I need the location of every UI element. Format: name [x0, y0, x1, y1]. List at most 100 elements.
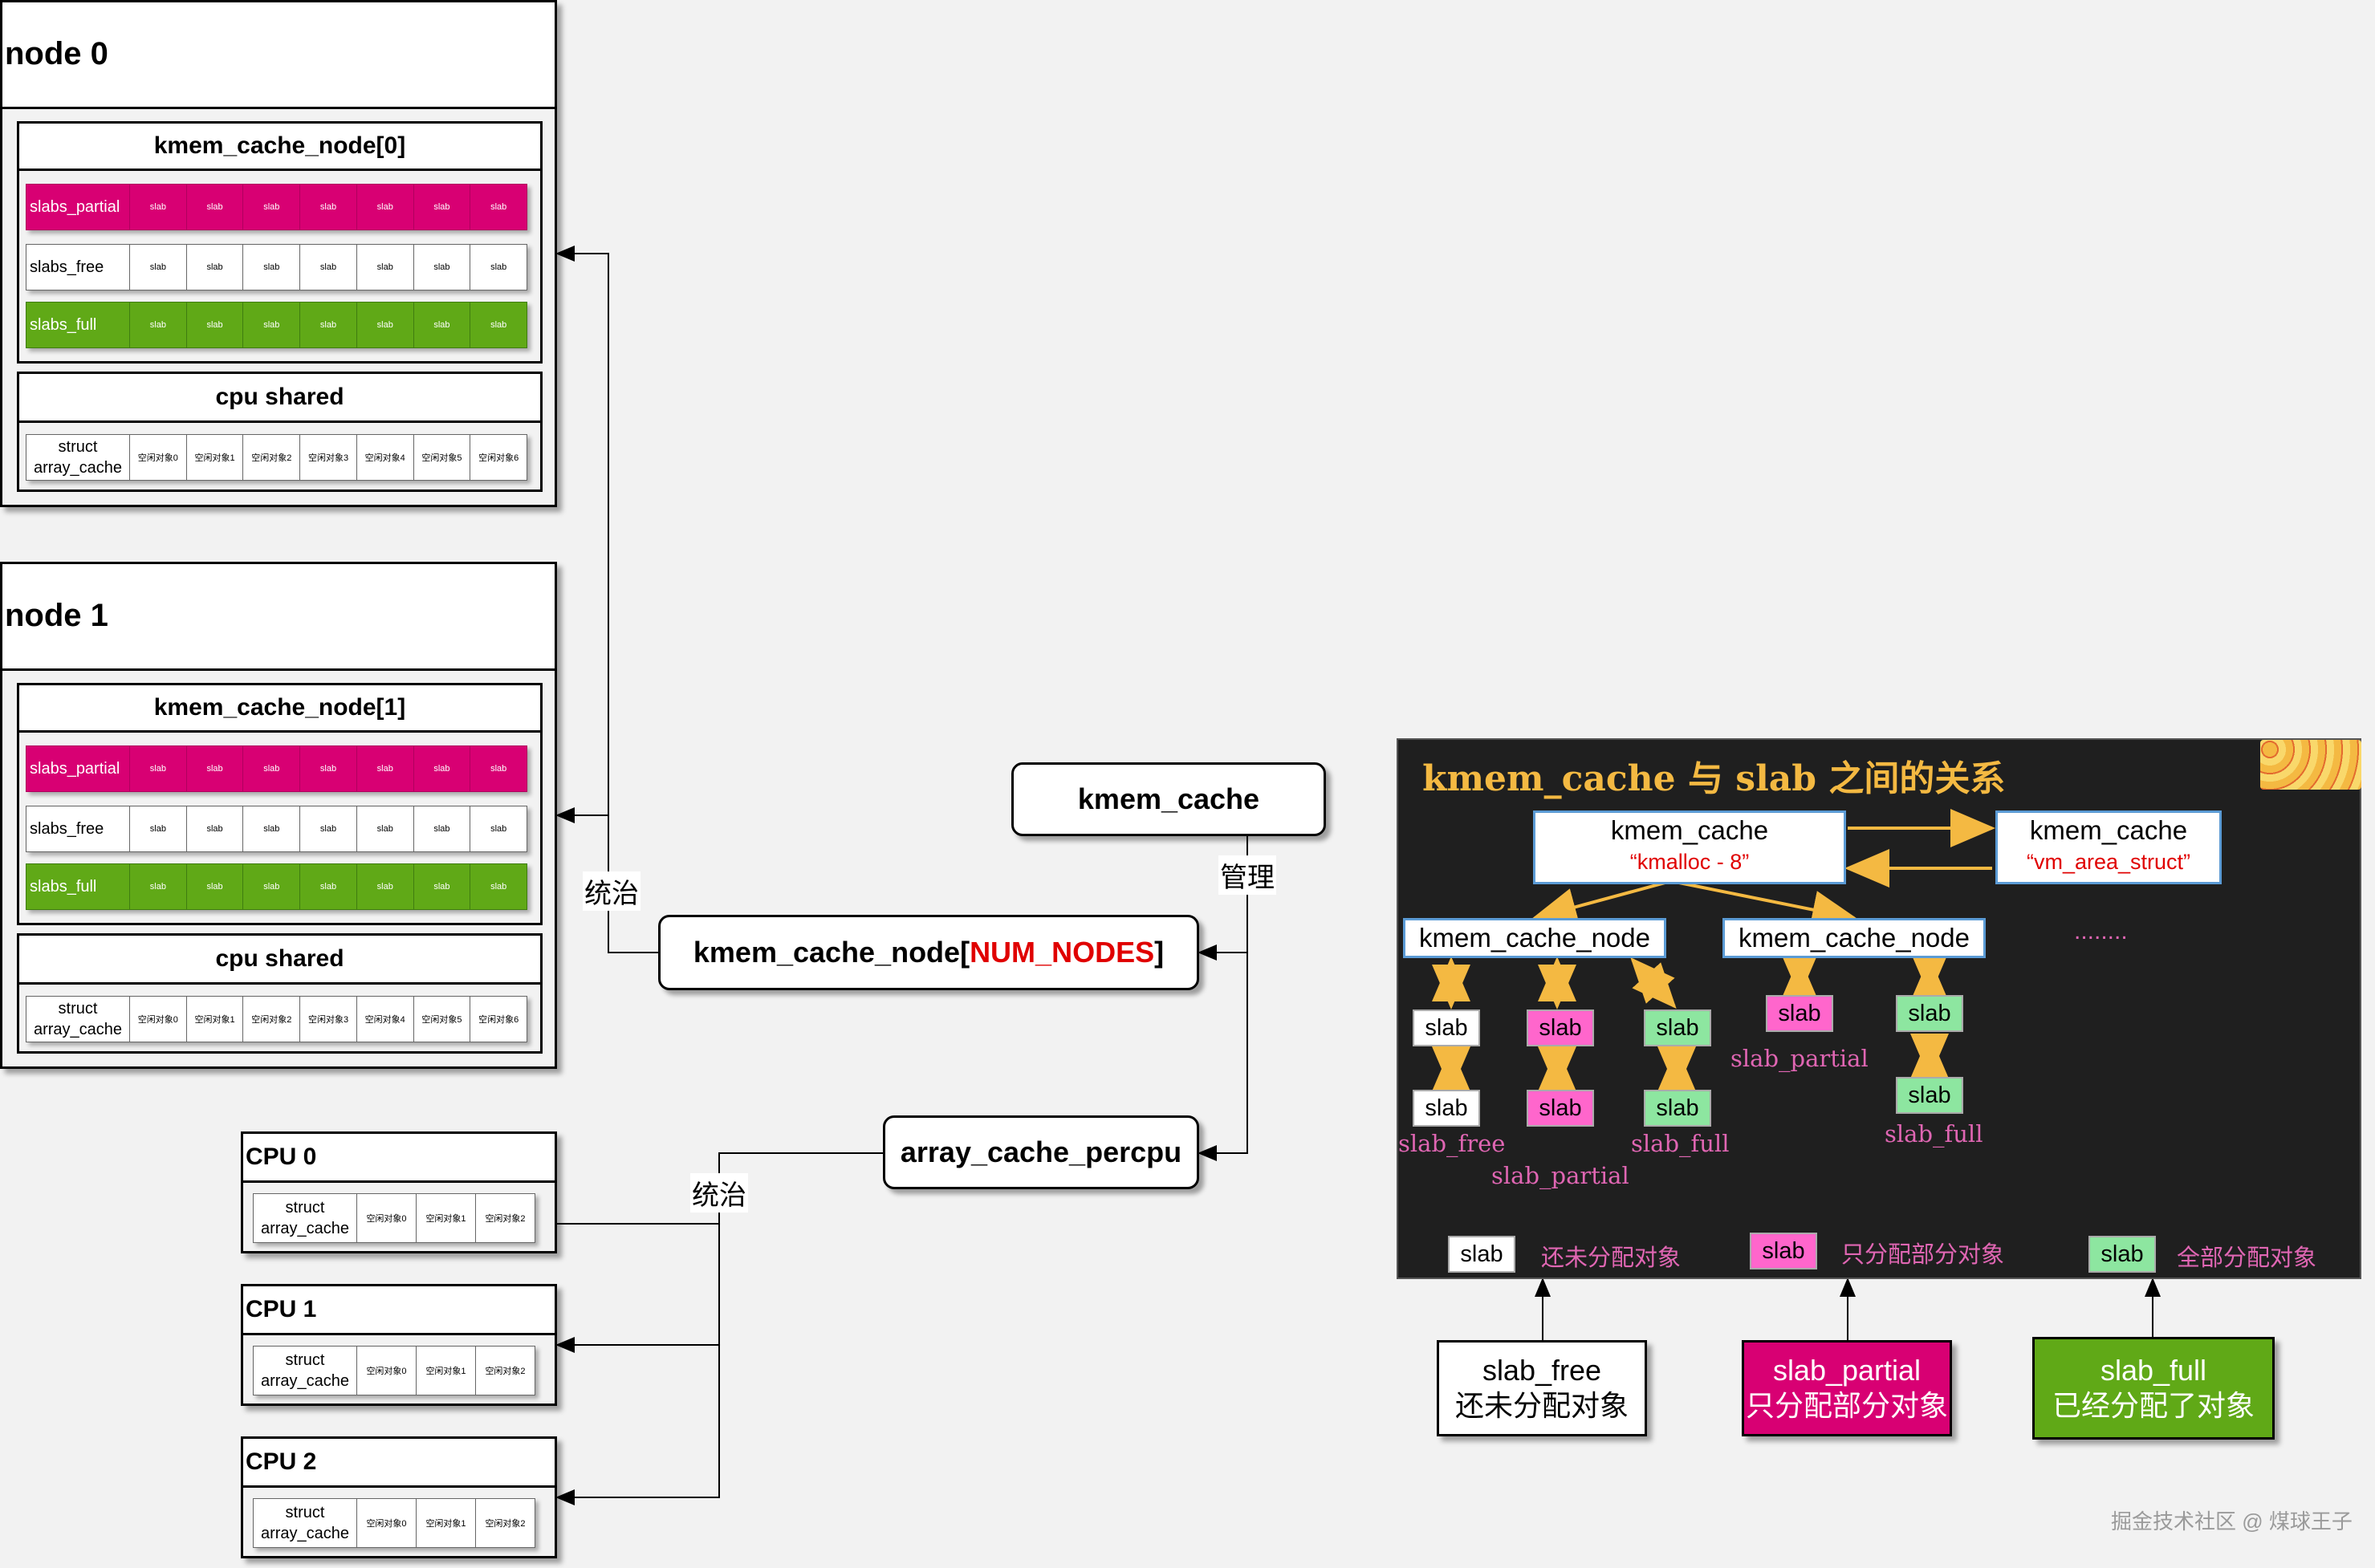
bottom-line2: 已经分配了对象 [2052, 1389, 2255, 1422]
free-object-cell: 空闲对象4 [356, 434, 414, 481]
slab-cell: slab [186, 302, 244, 348]
legend-slab-free: slab [1448, 1236, 1515, 1273]
slab-cell: slab [130, 302, 187, 348]
free-object-cell: 空闲对象0 [357, 1498, 417, 1548]
kmem-cache-kmalloc-box: kmem_cache “kmalloc - 8” [1533, 810, 1846, 884]
kmem-cache-node-prefix: kmem_cache_node[ [693, 936, 970, 969]
caption-slab-partial: slab_partial [1730, 1045, 1869, 1072]
node-panel-1: node 1 kmem_cache_node[1] slabs_partial … [0, 562, 557, 1069]
free-object-cell: 空闲对象1 [186, 996, 244, 1042]
slab-cell: slab [243, 863, 301, 910]
slab-cell: slab [300, 806, 357, 852]
kmem-cache-sub: “kmalloc - 8” [1629, 850, 1750, 874]
legend-slab-full: slab [2088, 1236, 2156, 1273]
cpu-shared-title: cpu shared [19, 936, 540, 985]
free-object-cell: 空闲对象2 [476, 1193, 535, 1243]
slab-cell: slab [470, 745, 528, 792]
node-panel-0: node 0 kmem_cache_node[0] slabs_partial … [0, 0, 557, 507]
slab-cell: slab [413, 244, 471, 290]
slab-cell: slab [356, 244, 414, 290]
slab-box: slab [1896, 1077, 1963, 1114]
legend-text-partial: 只分配部分对象 [1841, 1241, 2005, 1268]
manage-label: 管理 [1218, 855, 1276, 895]
bottom-box-slab-partial: slab_partial 只分配部分对象 [1742, 1340, 1952, 1436]
free-object-cell: 空闲对象4 [356, 996, 414, 1042]
slab-cell: slab [413, 806, 471, 852]
slabs-free-row: slabs_free slab slab slab slab slab slab… [26, 806, 528, 852]
slab-cell: slab [413, 745, 471, 792]
free-object-cell: 空闲对象1 [186, 434, 244, 481]
slab-cell: slab [130, 244, 187, 290]
slide-title: kmem_cache 与 slab 之间的关系 [1422, 758, 2006, 799]
slab-box: slab [1527, 1090, 1594, 1127]
array-cache-row: struct array_cache 空闲对象0 空闲对象1 空闲对象2 [253, 1346, 535, 1395]
line-kmem-cache-to-percpu [1198, 953, 1248, 1161]
cpu-panel-2: CPU 2 struct array_cache 空闲对象0 空闲对象1 空闲对… [241, 1436, 557, 1558]
slide-ellipsis: ........ [2074, 918, 2128, 944]
kmem-cache-sub: “vm_area_struct” [2026, 850, 2191, 874]
line-percpu-to-cpu2 [555, 1345, 720, 1505]
free-object-cell: 空闲对象2 [476, 1498, 535, 1548]
array-cache-label: struct array_cache [253, 1193, 357, 1243]
slab-cell: slab [413, 863, 471, 910]
slab-cell: slab [300, 184, 357, 230]
slab-box: slab [1413, 1090, 1480, 1127]
slab-cell: slab [300, 244, 357, 290]
slab-cell: slab [300, 863, 357, 910]
slab-cell: slab [470, 302, 528, 348]
slabs-partial-row: slabs_partial slab slab slab slab slab s… [26, 184, 528, 230]
legend-text-free: 还未分配对象 [1541, 1244, 1682, 1271]
kmem-cache-name: kmem_cache [1610, 815, 1769, 845]
row-label: slabs_full [26, 863, 130, 910]
slab-cell: slab [413, 302, 471, 348]
bottom-line2: 只分配部分对象 [1745, 1389, 1948, 1422]
array-cache-row: struct array_cache 空闲对象0 空闲对象1 空闲对象2 [253, 1193, 535, 1243]
slab-cell: slab [300, 745, 357, 792]
array-cache-label: struct array_cache [253, 1498, 357, 1548]
line-node-to-node0 [555, 246, 658, 953]
row-label: slabs_free [26, 244, 130, 290]
slab-cell: slab [130, 863, 187, 910]
free-object-cell: 空闲对象1 [417, 1346, 476, 1395]
bottom-line2: 还未分配对象 [1454, 1389, 1629, 1422]
slab-cell: slab [243, 244, 301, 290]
array-cache-row: struct array_cache 空闲对象0 空闲对象1 空闲对象2 空闲对… [26, 434, 528, 481]
slabs-free-row: slabs_free slab slab slab slab slab slab… [26, 244, 528, 290]
kmem-cache-node-box: kmem_cache_node[1] slabs_partial slab sl… [17, 683, 543, 925]
slab-box: slab [1527, 1009, 1594, 1046]
array-cache-label: struct array_cache [26, 996, 130, 1042]
slab-cell: slab [243, 184, 301, 230]
slab-cell: slab [130, 184, 187, 230]
free-object-cell: 空闲对象6 [470, 996, 528, 1042]
cpu-shared-box: cpu shared struct array_cache 空闲对象0 空闲对象… [17, 933, 543, 1054]
slabs-partial-row: slabs_partial slab slab slab slab slab s… [26, 745, 528, 792]
num-nodes-label: NUM_NODES [970, 936, 1155, 969]
array-cache-label: struct array_cache [253, 1346, 357, 1395]
relationship-slide: kmem_cache 与 slab 之间的关系 kmem_cache “kmal… [1397, 738, 2361, 1279]
slide-kmem-cache-node-1: kmem_cache_node [1403, 918, 1666, 958]
caption-slab-partial: slab_partial [1491, 1162, 1629, 1189]
cpu-panel-0: CPU 0 struct array_cache 空闲对象0 空闲对象1 空闲对… [241, 1131, 557, 1253]
legend-slab-partial: slab [1750, 1233, 1817, 1269]
cpu-shared-title: cpu shared [19, 374, 540, 423]
slab-cell: slab [413, 184, 471, 230]
slab-box: slab [1766, 995, 1833, 1032]
free-object-cell: 空闲对象2 [243, 434, 301, 481]
free-object-cell: 空闲对象0 [357, 1346, 417, 1395]
bottom-line1: slab_free [1482, 1354, 1602, 1387]
row-label: slabs_partial [26, 745, 130, 792]
watermark: 掘金技术社区 @ 煤球王子 [2111, 1509, 2353, 1533]
cpu-panel-1: CPU 1 struct array_cache 空闲对象0 空闲对象1 空闲对… [241, 1284, 557, 1406]
free-object-cell: 空闲对象5 [413, 434, 471, 481]
slab-cell: slab [356, 184, 414, 230]
free-object-cell: 空闲对象0 [130, 996, 187, 1042]
slab-cell: slab [470, 244, 528, 290]
free-object-cell: 空闲对象3 [300, 434, 357, 481]
bottom-line1: slab_partial [1772, 1354, 1922, 1387]
free-object-cell: 空闲对象2 [243, 996, 301, 1042]
array-cache-row: struct array_cache 空闲对象0 空闲对象1 空闲对象2 [253, 1498, 535, 1548]
slab-cell: slab [356, 863, 414, 910]
legend-text-full: 全部分配对象 [2177, 1244, 2317, 1271]
slab-cell: slab [300, 302, 357, 348]
array-cache-percpu-label: array_cache_percpu [900, 1135, 1182, 1168]
